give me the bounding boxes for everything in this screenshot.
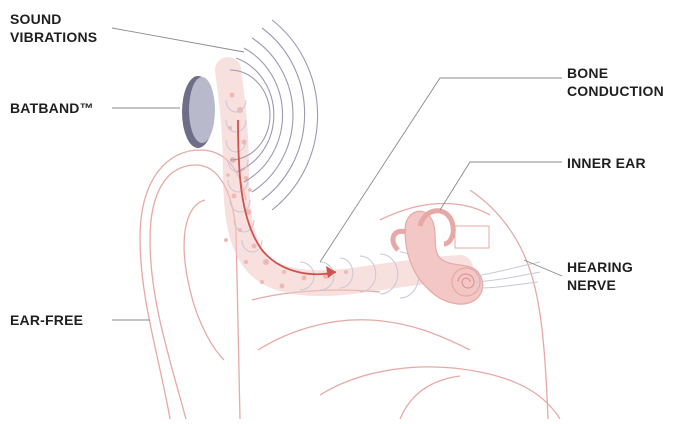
jaw-outline (319, 366, 561, 420)
label-sound-vibrations-line2: VIBRATIONS (10, 29, 98, 45)
hearing-nerve-fibers (475, 261, 541, 289)
skull-outline (469, 189, 549, 420)
ear-rim (149, 164, 241, 420)
label-hearing-nerve: HEARING NERVE (567, 258, 633, 294)
label-sound-vibrations: SOUND VIBRATIONS (10, 10, 97, 46)
label-bone-conduction-line2: CONDUCTION (567, 83, 664, 99)
leader-inner-ear (439, 161, 562, 211)
ear-antihelix (183, 199, 225, 361)
label-sound-vibrations-line1: SOUND (10, 11, 62, 27)
conduction-arrow-head (326, 266, 336, 278)
skull-inner (379, 202, 491, 221)
leader-bone-conduction (319, 77, 562, 263)
sound-waves (229, 19, 319, 211)
label-bone-conduction: BONE CONDUCTION (567, 64, 664, 100)
leader-sound-vibrations (111, 27, 245, 53)
conduction-arrow (237, 119, 337, 276)
label-hearing-nerve-line2: NERVE (567, 277, 616, 293)
inner-ear (390, 208, 490, 305)
lower-bone (399, 375, 461, 420)
label-bone-conduction-line1: BONE (567, 65, 609, 81)
label-ear-free: EAR-FREE (10, 312, 84, 328)
label-batband: BATBAND™ (10, 100, 94, 116)
bone-channel (215, 57, 473, 297)
ear-canal-lower (257, 319, 471, 351)
leader-hearing-nerve (523, 259, 563, 277)
leader-lines (111, 27, 563, 321)
label-hearing-nerve-line1: HEARING (567, 259, 633, 275)
label-inner-ear: INNER EAR (567, 155, 646, 171)
batband-device (182, 76, 215, 148)
